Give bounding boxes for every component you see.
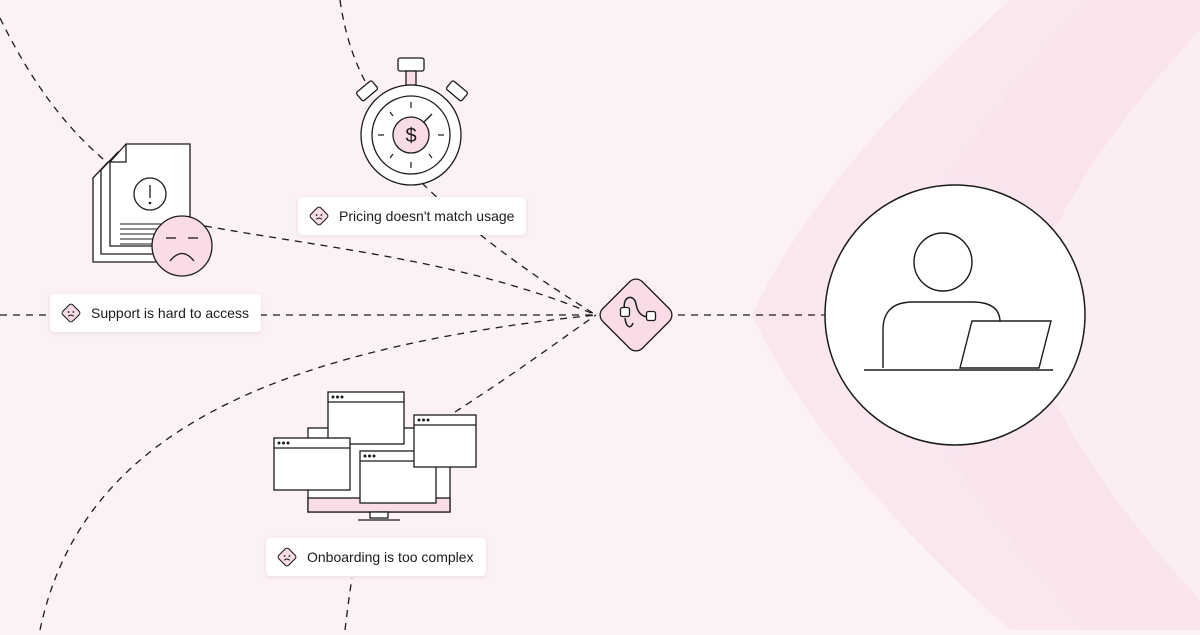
sad-face-icon bbox=[276, 546, 298, 568]
connector-top-left bbox=[0, 17, 111, 166]
pain-point-text: Support is hard to access bbox=[91, 305, 249, 321]
pain-point-support: Support is hard to access bbox=[50, 294, 261, 332]
path-hub-icon bbox=[599, 278, 673, 352]
pain-point-onboarding: Onboarding is too complex bbox=[266, 538, 486, 576]
pain-point-text: Onboarding is too complex bbox=[307, 549, 474, 565]
documents-warning-icon bbox=[92, 143, 213, 277]
pain-point-text: Pricing doesn't match usage bbox=[339, 208, 515, 224]
user-at-laptop-icon bbox=[813, 173, 1097, 457]
connector-windows bbox=[454, 314, 597, 413]
connector-top-stopwatch bbox=[339, 0, 371, 91]
svg-text:$: $ bbox=[405, 125, 416, 147]
connector-documents bbox=[204, 225, 597, 316]
stopwatch-dollar-icon: $ bbox=[356, 57, 468, 186]
connector-bottom-left bbox=[39, 314, 597, 631]
sad-face-icon bbox=[308, 205, 330, 227]
browser-windows-icon bbox=[273, 391, 477, 521]
pain-point-pricing: Pricing doesn't match usage bbox=[298, 197, 527, 235]
sad-face-icon bbox=[60, 302, 82, 324]
connector-bottom-center bbox=[344, 577, 353, 631]
